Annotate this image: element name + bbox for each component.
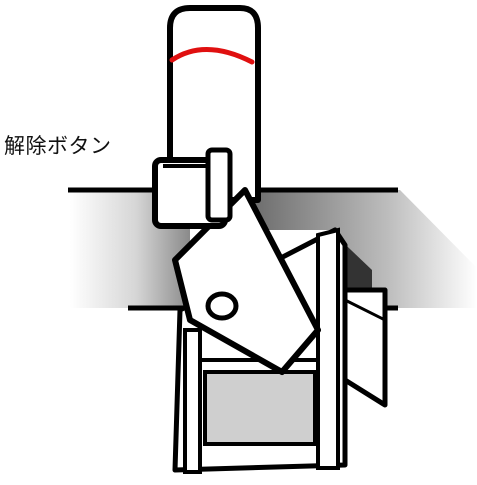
- pivot-arm: [172, 187, 321, 375]
- lever-tube: [167, 5, 261, 203]
- release-button-label: 解除ボタン: [4, 134, 112, 158]
- catch-bracket: [342, 287, 388, 408]
- release-button: [152, 147, 233, 229]
- pivot-hole: [205, 291, 239, 321]
- red-marker-band: [169, 47, 255, 65]
